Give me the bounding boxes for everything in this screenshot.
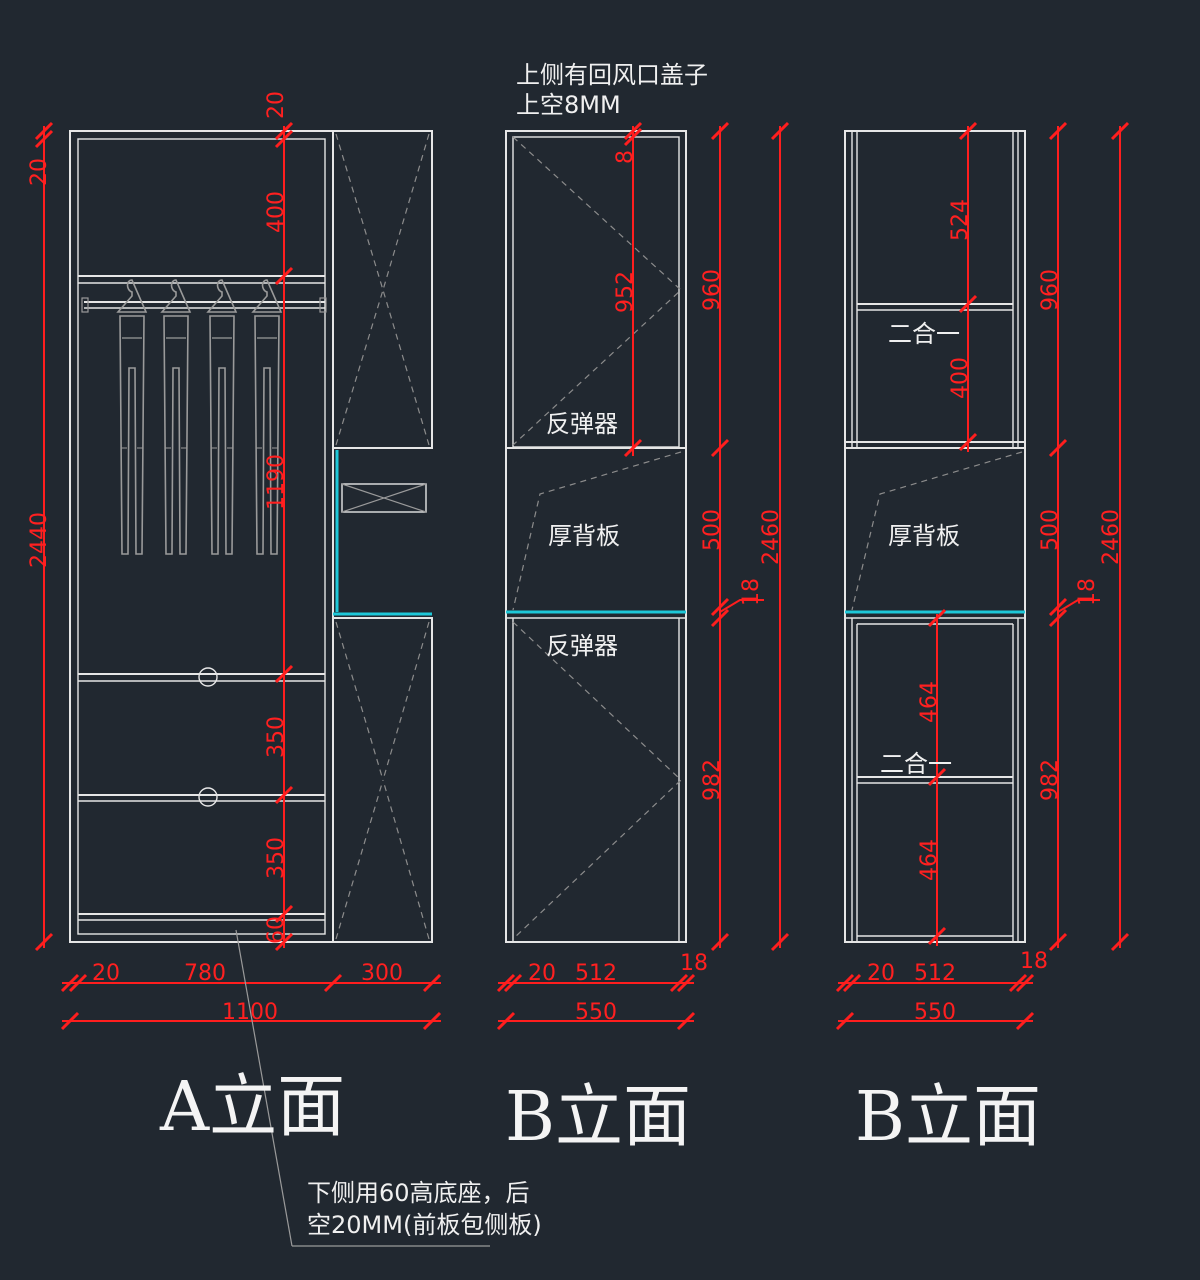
a-side-upper [332, 130, 433, 449]
dim-a-w1100: 1100 [222, 1000, 278, 1025]
note-bottom-line2: 空20MM(前板包侧板) [307, 1211, 542, 1239]
drawer-knob-icon [198, 667, 218, 687]
dim-b1-w20: 20 [528, 961, 556, 986]
dim-b2-18: 18 [1075, 578, 1100, 606]
note-top-line1: 上侧有回风口盖子 [516, 61, 708, 89]
dim-b2-400: 400 [948, 357, 973, 399]
dim-a-350-lower: 350 [264, 837, 289, 879]
dim-b2-2460: 2460 [1099, 509, 1124, 565]
note-top-line2: 上空8MM [516, 91, 621, 119]
label-rebounder-upper: 反弹器 [546, 410, 618, 438]
title-b2-elevation: B立面 [855, 1078, 1041, 1157]
dim-b1-952: 952 [613, 271, 638, 313]
a-side-lower [332, 617, 433, 943]
dim-b2-524: 524 [948, 199, 973, 241]
dim-a-2440: 2440 [27, 512, 52, 568]
dim-a-60: 60 [264, 916, 289, 944]
label-two-in-one-upper: 二合一 [888, 320, 960, 348]
dim-a-w20: 20 [92, 961, 120, 986]
dim-b1-w550: 550 [575, 1000, 617, 1025]
elevation-b1: 8 952 960 500 18 982 2460 20 512 18 550 … [496, 121, 790, 1031]
dim-b1-w18: 18 [680, 951, 708, 976]
dim-a-350-upper: 350 [264, 716, 289, 758]
dim-a-20-left: 20 [27, 158, 52, 186]
dim-b1-8: 8 [613, 150, 638, 164]
dim-b1-18: 18 [739, 578, 764, 606]
label-rebounder-lower: 反弹器 [546, 632, 618, 660]
dim-b1-500: 500 [700, 509, 725, 551]
hanging-clothes-icon [117, 279, 147, 555]
label-thick-back-b1: 厚背板 [548, 522, 620, 550]
dim-b2-464-lower: 464 [917, 839, 942, 881]
title-a-elevation: A立面 [159, 1068, 345, 1147]
note-bottom-line1: 下侧用60高底座，后 [307, 1179, 530, 1207]
dim-b2-982: 982 [1038, 759, 1063, 801]
dim-a-20-top: 20 [264, 91, 289, 119]
a-side-box [341, 483, 427, 513]
dim-a-w300: 300 [361, 961, 403, 986]
hanging-clothes-icon [207, 279, 237, 555]
elevation-a: 20 2440 20 400 1190 350 350 60 20 780 30… [27, 91, 442, 1031]
hanging-clothes-icon [161, 279, 191, 555]
dim-a-400: 400 [264, 191, 289, 233]
dim-b1-982: 982 [700, 759, 725, 801]
b2-cabinet-outline [844, 130, 1026, 943]
elevation-b2: 524 400 464 464 960 500 18 982 2460 20 5… [835, 121, 1130, 1031]
dim-b2-w512: 512 [914, 961, 956, 986]
dim-b2-464-upper: 464 [917, 681, 942, 723]
label-thick-back-b2: 厚背板 [888, 522, 960, 550]
dim-b1-w512: 512 [575, 961, 617, 986]
drawer-knob-icon [198, 787, 218, 807]
dim-b2-w550: 550 [914, 1000, 956, 1025]
label-two-in-one-lower: 二合一 [880, 750, 952, 778]
a-cabinet-outline [69, 130, 334, 943]
title-b1-elevation: B立面 [505, 1078, 691, 1157]
b1-cabinet-outline [505, 130, 687, 943]
dim-b1-2460: 2460 [759, 509, 784, 565]
dim-a-w780: 780 [184, 961, 226, 986]
dim-b1-960: 960 [700, 269, 725, 311]
dim-b2-500: 500 [1038, 509, 1063, 551]
dim-b2-w20: 20 [867, 961, 895, 986]
hanging-clothes-icon [252, 279, 282, 555]
dim-a-1190: 1190 [264, 454, 289, 510]
note-leader-line [235, 929, 293, 1247]
dim-b2-w18: 18 [1020, 949, 1048, 974]
dim-b2-960: 960 [1038, 269, 1063, 311]
